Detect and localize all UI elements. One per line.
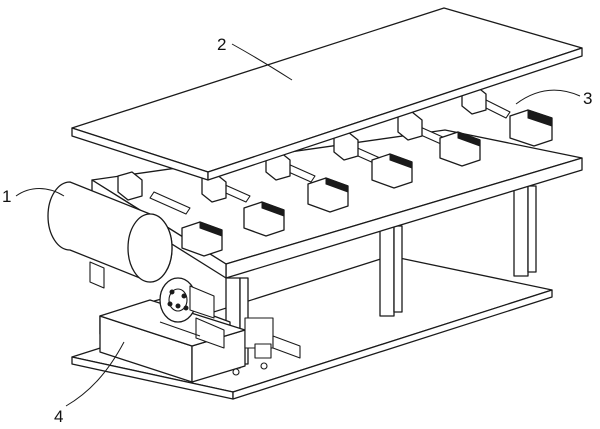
leader-lines xyxy=(15,43,581,407)
leader-line-2 xyxy=(231,43,293,81)
top-plate xyxy=(71,7,583,181)
clamp-unit xyxy=(117,171,223,257)
drive-assembly xyxy=(99,277,301,383)
clamp-unit xyxy=(201,173,285,237)
clamp-unit xyxy=(397,111,481,167)
clamp-units xyxy=(117,85,553,257)
label-4: 4 xyxy=(54,407,63,426)
label-1: 1 xyxy=(2,187,11,206)
clamp-unit xyxy=(333,131,413,189)
leader-line-3 xyxy=(515,89,581,105)
leader-line-1 xyxy=(15,188,65,197)
cylinder xyxy=(47,181,173,289)
label-3: 3 xyxy=(583,89,592,108)
gear-wheel xyxy=(159,277,197,323)
label-2: 2 xyxy=(217,35,226,54)
leader-line-4 xyxy=(65,341,125,407)
